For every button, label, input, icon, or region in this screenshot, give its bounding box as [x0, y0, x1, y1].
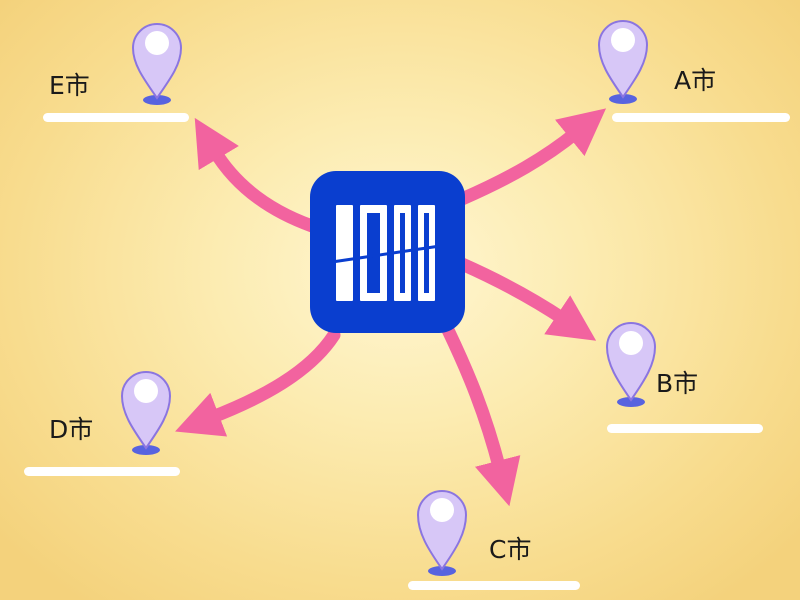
city-d-marker [24, 371, 180, 476]
location-pin-icon [131, 23, 183, 100]
cash-register-icon [310, 171, 465, 333]
city-e-label: E市 [49, 71, 90, 100]
city-c-label: C市 [489, 535, 532, 564]
city-c-pin-base [428, 566, 456, 576]
city-e-platform [43, 113, 189, 122]
arrow-to-d [175, 328, 341, 437]
location-pin-icon [416, 490, 468, 571]
city-c-marker [408, 490, 580, 590]
location-pin-icon [605, 322, 657, 402]
city-b-platform [607, 424, 763, 433]
city-b-label: B市 [656, 369, 699, 398]
city-a-label: A市 [674, 66, 717, 95]
city-e-pin-base [143, 95, 171, 105]
city-a-marker [597, 20, 790, 122]
city-d-platform [24, 467, 180, 476]
location-pin-icon [597, 20, 649, 99]
city-b-pin-base [617, 397, 645, 407]
city-a-platform [612, 113, 790, 122]
arrow-to-e [194, 117, 319, 233]
city-b-marker [605, 322, 763, 433]
arrow-to-b [455, 257, 597, 341]
arrows [175, 108, 607, 507]
city-d-pin-base [132, 445, 160, 455]
city-c-platform [408, 581, 580, 590]
arrow-to-c [441, 323, 521, 507]
city-e-marker [43, 23, 189, 122]
city-a-pin-base [609, 94, 637, 104]
location-pin-icon [120, 371, 172, 450]
city-d-label: D市 [49, 415, 94, 444]
arrow-to-a [455, 108, 607, 206]
